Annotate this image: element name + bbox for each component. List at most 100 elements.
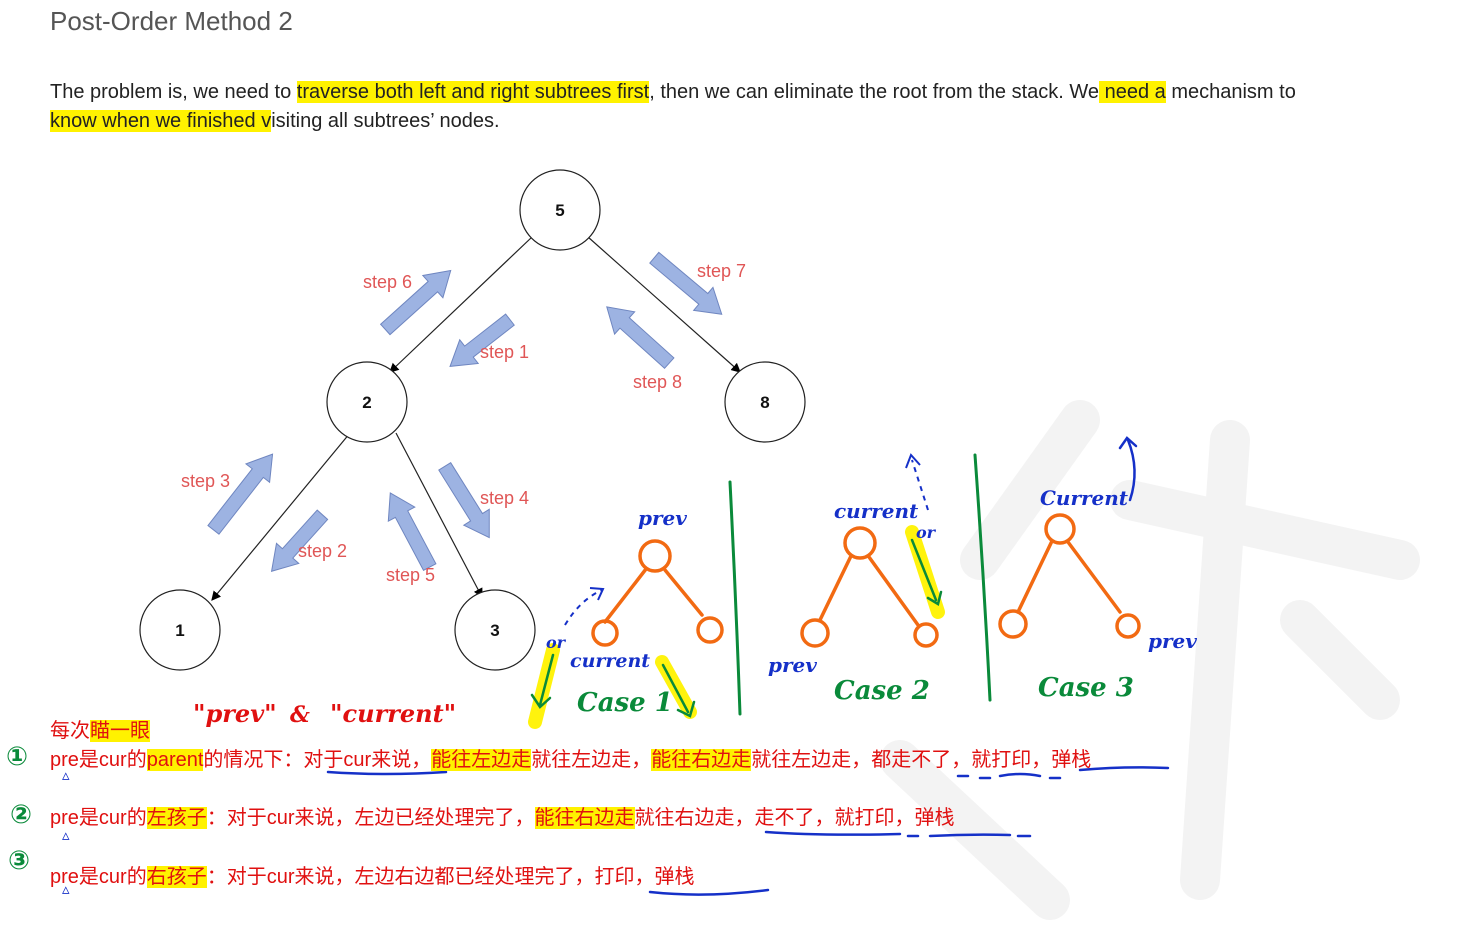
intro-text-1: The problem is, we need to [50,81,297,103]
step-6-arrow [379,269,452,336]
case2-dashed-arrow [911,459,929,511]
step-4-arrow [438,461,490,539]
node-5 [519,169,601,251]
step-8-label: step 8 [633,372,682,392]
note-line-1-g: 就往左边走，都走不了，就打印，弹栈 [751,749,1092,771]
case1-left-edge [603,567,648,624]
edge-5-2 [389,236,533,373]
step-2-label: step 2 [298,541,347,561]
node-2-label: 2 [362,393,371,412]
intro-text-2: , then we can eliminate the root from th… [649,81,1100,103]
case3-label: Case 3 [1038,673,1134,703]
node-8-label: 8 [760,393,769,412]
case3-right-child [1115,613,1141,639]
case2-left-child [800,618,830,648]
step-7-label: step 7 [697,261,746,281]
note-line-2-a: pre是cur的 [50,807,147,829]
current-quote-label: "current" [330,699,456,728]
case1-or-label: or [546,633,567,652]
node-3 [454,589,536,671]
note-line-2-e: 就往右边走，走不了，就打印，弹栈 [634,807,955,829]
edge-5-8 [587,236,741,373]
step-5-arrow [387,492,437,572]
step-7-arrow [649,251,723,315]
step-3-arrow [207,453,274,535]
case3-current-label: Current [1040,486,1129,510]
case1-prev-label: prev [638,506,687,530]
intro-highlight-2: need a [1099,81,1166,103]
step-1-label: step 1 [480,342,529,362]
bullet-2: ② [10,800,33,830]
case2-current-label: current [834,499,919,523]
case1-left-child [591,619,619,647]
bullet-1-marker: ▵ [62,767,70,784]
case1-label: Case 1 [577,688,673,718]
intro-paragraph: The problem is, we need to traverse both… [50,78,1440,136]
case2-prev-label: prev [768,653,817,677]
case2-root [843,526,877,560]
watermark [880,400,1420,920]
edge-2-3 [395,432,483,599]
case1-down-left-arrow [530,653,555,709]
case2-right-edge [867,555,920,627]
line2-underline [764,830,1032,838]
note-line-2: pre是cur的左孩子：对于cur来说，左边已经处理完了，能往右边走就往右边走，… [50,801,955,830]
case2-label: Case 2 [834,676,930,706]
note-line-2-c: ：对于cur来说，左边已经处理完了， [206,807,535,829]
note-line-2-b: 左孩子 [146,807,207,829]
note-line-1-f: 能往右边走 [651,749,752,771]
note-line-3-a: pre是cur的 [50,866,147,888]
case2-right-child [913,622,939,648]
case1-down-right-arrow [661,663,696,718]
step-4-label: step 4 [480,488,529,508]
node-1-label: 1 [175,621,184,640]
case2-arrow-head [905,453,921,469]
case1-root [638,539,672,573]
step-6-label: step 6 [363,272,412,292]
step-3-label: step 3 [181,471,230,491]
node-2 [326,361,408,443]
bullet-1: ① [6,742,29,772]
case3-right-edge [1066,540,1122,614]
notes-intro: 每次瞄一眼 [50,714,150,743]
note-line-3-c: ：对于cur来说，左边右边都已经处理完了，打印，弹栈 [206,866,695,888]
step-1-arrow [449,313,515,367]
intro-text-4: isiting all subtrees’ nodes. [271,110,500,132]
case2-left-edge [818,554,853,622]
line1-underline-2 [956,772,1062,780]
note-line-1-e: 就往左边走， [531,749,652,771]
intro-highlight-1: traverse both left and right subtrees fi… [296,81,650,103]
step-5-label: step 5 [386,565,435,585]
notes-intro-text: 每次 [50,720,90,742]
note-line-3-b: 右孩子 [146,866,207,888]
intro-text-3: mechanism to [1165,81,1296,103]
intro-highlight-3: know when we finished v [50,110,272,132]
case1-right-edge [663,568,704,617]
note-line-2-d: 能往右边走 [534,807,635,829]
page-title: Post-Order Method 2 [50,6,293,36]
notes-intro-highlight: 瞄一眼 [90,720,150,742]
step-8-arrow [606,306,675,370]
note-line-1-a: pre是cur的 [50,749,147,771]
line3-underline [648,888,770,896]
note-line-1-c: 的情况下：对于cur来说， [203,749,432,771]
note-line-1-d: 能往左边走 [431,749,532,771]
case3-root [1044,513,1076,545]
case2-or-label: or [916,523,937,542]
case1-dashed-arrow [564,589,603,626]
case1-current-label: current [570,650,650,672]
note-line-1: pre是cur的parent的情况下：对于cur来说，能往左边走就往左边走，能往… [50,743,1091,772]
line1-underline-3 [1078,766,1170,772]
note-line-3: pre是cur的右孩子：对于cur来说，左边右边都已经处理完了，打印，弹栈 [50,860,695,889]
case2-down-arrow [910,538,943,606]
case3-prev-label: prev [1148,629,1197,653]
step-2-arrow [270,509,329,572]
edge-2-1 [211,432,351,601]
bullet-3: ③ [8,846,31,876]
case1-right-child [696,616,724,644]
bullet-2-marker: ▵ [62,827,70,844]
node-8 [724,361,806,443]
prev-quote-label: "prev" [193,699,277,728]
case1-arrow-head [589,587,605,601]
